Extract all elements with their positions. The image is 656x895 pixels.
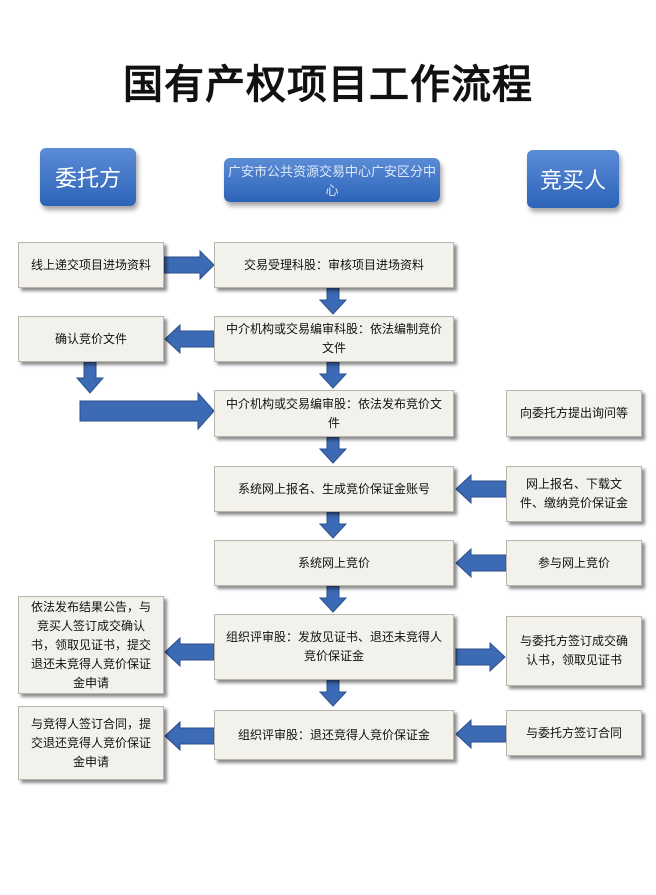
client-box-confirm-documents: 确认竞价文件 bbox=[18, 316, 164, 362]
center-box-online-registration-text: 系统网上报名、生成竞价保证金账号 bbox=[237, 481, 430, 496]
center-box-online-bidding: 系统网上竞价 bbox=[214, 540, 454, 586]
bidder-box-sign-confirmation-text: 与委托方签订成交确认书，领取见证书 bbox=[519, 634, 628, 667]
bidder-box-register-pay-text: 网上报名、下载文件、缴纳竞价保证金 bbox=[519, 477, 628, 510]
page-title: 国有产权项目工作流程 bbox=[123, 61, 533, 108]
client-box-confirm-documents-text: 确认竞价文件 bbox=[54, 331, 127, 346]
center-box-refund-deposit-text: 组织评审股：退还竞得人竞价保证金 bbox=[237, 727, 430, 742]
arrow-c6-to-c7 bbox=[318, 679, 348, 707]
center-box-publish-documents: 中介机构或交易编审股：依法发布竞价文件 bbox=[214, 390, 454, 437]
bidder-box-join-bidding-text: 参与网上竞价 bbox=[537, 555, 610, 570]
client-box-publish-result: 依法发布结果公告，与竞买人签订成交确认书，领取见证书，提交退还未竞得人竞价保证金… bbox=[18, 596, 164, 694]
arrow-r5-to-c7 bbox=[455, 718, 507, 750]
center-box-online-bidding-text: 系统网上竞价 bbox=[297, 555, 370, 570]
center-box-online-registration: 系统网上报名、生成竞价保证金账号 bbox=[214, 466, 454, 512]
bidder-box-join-bidding: 参与网上竞价 bbox=[506, 540, 642, 586]
center-box-review-materials: 交易受理科股：审核项目进场资料 bbox=[214, 242, 454, 288]
bidder-box-sign-confirmation: 与委托方签订成交确认书，领取见证书 bbox=[506, 616, 642, 686]
bidder-box-inquiry: 向委托方提出询问等 bbox=[506, 390, 642, 437]
arrow-c1-to-c2 bbox=[318, 287, 348, 315]
bidder-box-register-pay: 网上报名、下载文件、缴纳竞价保证金 bbox=[506, 466, 642, 522]
center-box-issue-certificate: 组织评审股：发放见证书、退还未竞得人竞价保证金 bbox=[214, 614, 454, 680]
header-center-label: 广安市公共资源交易中心广安区分中心 bbox=[227, 165, 436, 199]
arrow-l2-down bbox=[75, 361, 105, 394]
arrow-c7-to-l4 bbox=[164, 720, 215, 752]
arrow-c6-to-l3 bbox=[164, 636, 215, 668]
arrow-c3-to-c4 bbox=[318, 436, 348, 464]
center-box-prepare-documents: 中介机构或交易编审科股：依法编制竞价文件 bbox=[214, 316, 454, 362]
client-box-submit-materials: 线上递交项目进场资料 bbox=[18, 242, 164, 288]
arrow-l1-to-c1 bbox=[163, 249, 215, 281]
arrow-c2-to-c3 bbox=[318, 361, 348, 389]
header-bidder: 竞买人 bbox=[527, 150, 619, 208]
client-box-sign-contract: 与竞得人签订合同，提交退还竞得人竞价保证金申请 bbox=[18, 706, 164, 780]
header-client-label: 委托方 bbox=[54, 167, 121, 192]
client-box-publish-result-text: 依法发布结果公告，与竞买人签订成交确认书，领取见证书，提交退还未竞得人竞价保证金… bbox=[30, 599, 151, 690]
bidder-box-inquiry-text: 向委托方提出询问等 bbox=[519, 406, 628, 420]
header-center: 广安市公共资源交易中心广安区分中心 bbox=[224, 158, 440, 202]
center-box-issue-certificate-text: 组织评审股：发放见证书、退还未竞得人竞价保证金 bbox=[225, 630, 442, 663]
center-box-publish-documents-text: 中介机构或交易编审股：依法发布竞价文件 bbox=[225, 396, 442, 430]
header-client: 委托方 bbox=[40, 148, 136, 206]
header-bidder-label: 竞买人 bbox=[539, 169, 606, 194]
arrow-c4-to-c5 bbox=[318, 511, 348, 539]
center-box-prepare-documents-text: 中介机构或交易编审科股：依法编制竞价文件 bbox=[225, 322, 442, 355]
bidder-box-sign-contract-text: 与委托方签订合同 bbox=[525, 725, 622, 740]
arrow-c2-to-l2 bbox=[164, 323, 215, 355]
arrow-c5-to-c6 bbox=[318, 585, 348, 613]
client-box-sign-contract-text: 与竞得人签订合同，提交退还竞得人竞价保证金申请 bbox=[30, 716, 151, 769]
center-box-review-materials-text: 交易受理科股：审核项目进场资料 bbox=[243, 257, 424, 272]
arrow-r3-to-c5 bbox=[455, 547, 507, 579]
center-box-refund-deposit: 组织评审股：退还竞得人竞价保证金 bbox=[214, 710, 454, 760]
arrow-c6-to-r4 bbox=[455, 641, 506, 673]
arrow-r2-to-c4 bbox=[455, 473, 507, 505]
client-box-submit-materials-text: 线上递交项目进场资料 bbox=[30, 257, 151, 272]
arrow-l2-to-c3 bbox=[79, 391, 215, 431]
bidder-box-sign-contract: 与委托方签订合同 bbox=[506, 710, 642, 756]
